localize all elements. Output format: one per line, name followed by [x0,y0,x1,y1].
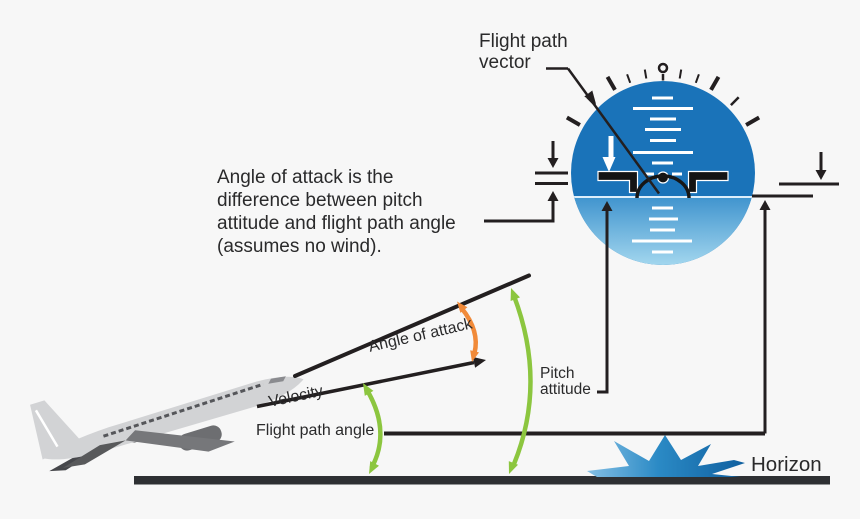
sun-starburst [587,435,745,477]
airplane-window-row [102,382,264,438]
pitch-attitude-arc [508,288,533,474]
flight-path-vector-pointer [546,67,661,195]
airplane-near-wing [125,430,235,452]
angle-of-attack-explanation: Angle of attack is the difference betwee… [217,167,456,257]
airplane-cockpit-windows [268,376,286,384]
airplane-near-tailplane [62,440,126,468]
bank-zero-pointer-icon [657,62,669,81]
airplane-fuselage [43,376,304,460]
flight-path-angle-label: Flight path angle [256,422,375,439]
aoa-marker-right [752,152,839,434]
flight-path-vector-label: Flight path vector [479,31,568,73]
horizon-label: Horizon [751,453,822,476]
pitch-attitude-connector [597,201,613,394]
pitch-attitude-label: Pitch attitude [540,365,591,398]
airplane [30,376,304,472]
flight-path-angle-arc [363,383,383,474]
aoa-marker-left [484,141,568,223]
pitch-ladder [632,96,693,254]
angle-of-attack-arc [457,301,479,362]
velocity-line [256,360,475,409]
airplane-fin-stripe [34,409,59,448]
attitude-indicator [565,62,761,265]
white-down-arrow-icon [602,136,616,172]
flight-path-vector-dome [635,174,691,199]
ground-line [134,476,830,485]
velocity-arrowhead [472,357,486,368]
body-axis-line [293,273,531,378]
